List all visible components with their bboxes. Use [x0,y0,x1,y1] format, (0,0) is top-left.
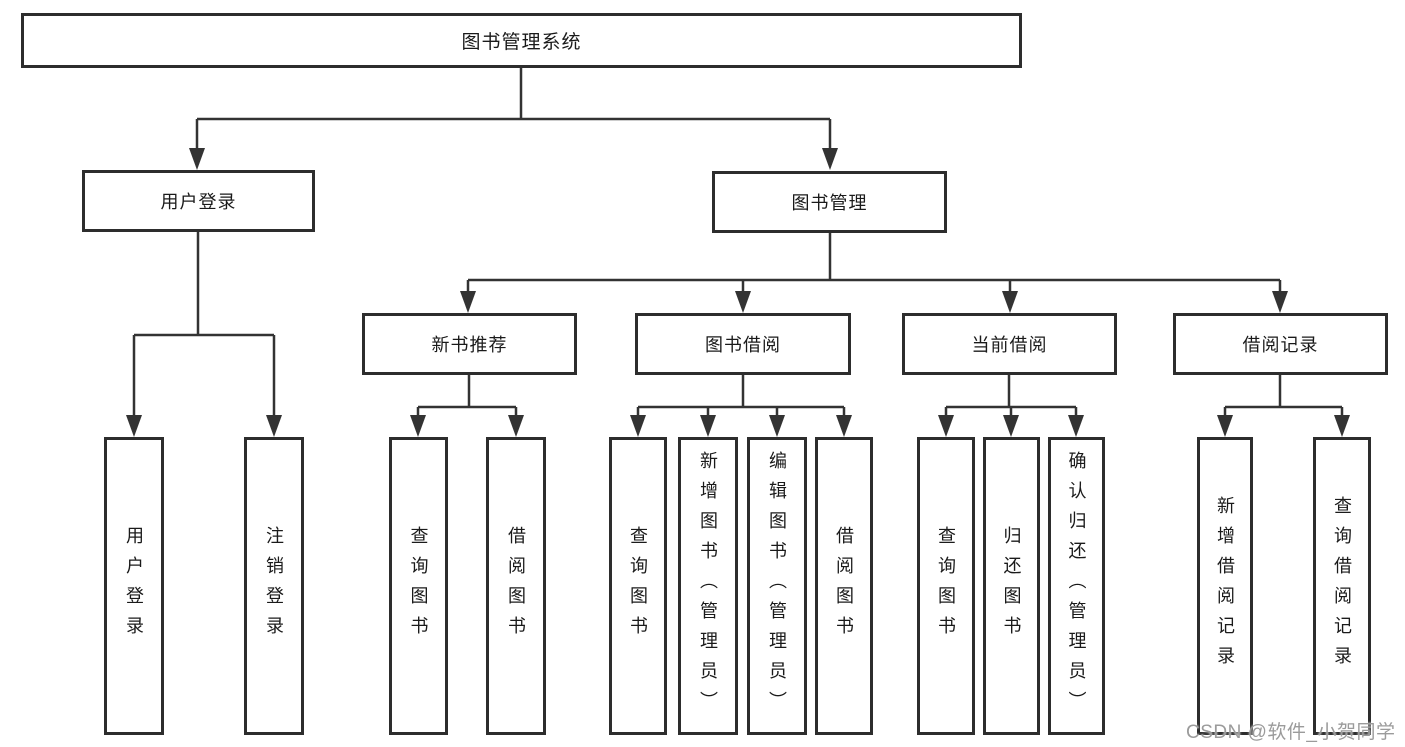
node-user-login: 用户登录 [82,170,315,232]
node-label: 新书推荐 [431,335,508,355]
node-book-management: 图书管理 [712,171,947,233]
leaf-borrow-book: 借阅图书 [815,437,873,735]
connector-borrow-records-children [1217,375,1350,437]
node-label: 查询图书 [408,526,429,646]
node-label: 图书管理 [791,193,868,213]
leaf-add-borrow-record: 新增借阅记录 [1197,437,1253,735]
leaf-query-book-recommend: 查询图书 [389,437,448,735]
leaf-query-borrow-record: 查询借阅记录 [1313,437,1371,735]
node-label: 新增借阅记录 [1215,496,1235,676]
node-new-book-recommend: 新书推荐 [362,313,577,375]
node-label: 新增图书（管理员） [698,451,718,721]
node-label: 查询图书 [628,526,648,646]
node-label: 确认归还（管理员） [1066,451,1087,721]
node-current-borrow: 当前借阅 [902,313,1117,375]
node-label: 用户登录 [160,192,237,212]
node-label: 借阅图书 [834,526,854,646]
connector-root-to-level2 [189,68,838,170]
node-label: 编辑图书（管理员） [767,451,787,721]
connector-new-book-recommend-children [410,375,524,437]
node-label: 用户登录 [124,526,144,646]
node-label: 当前借阅 [971,335,1048,355]
connector-book-borrow-children [630,375,852,437]
node-root-library-system: 图书管理系统 [21,13,1022,68]
csdn-watermark: CSDN @软件_小贺同学 [1186,722,1396,743]
node-book-borrow: 图书借阅 [635,313,851,375]
node-label: 查询图书 [936,526,956,646]
leaf-logout: 注销登录 [244,437,304,735]
leaf-query-book-borrow: 查询图书 [609,437,667,735]
leaf-query-book-current: 查询图书 [917,437,975,735]
leaf-borrow-book-recommend: 借阅图书 [486,437,546,735]
node-label: 图书管理系统 [461,32,582,53]
node-label: 图书借阅 [705,335,781,355]
leaf-add-book-admin: 新增图书（管理员） [678,437,738,735]
connector-current-borrow-children [938,375,1084,437]
connector-book-management-children [460,233,1288,313]
node-label: 查询借阅记录 [1332,496,1352,676]
node-label: 借阅记录 [1242,335,1319,355]
leaf-return-book: 归还图书 [983,437,1040,735]
node-label: 借阅图书 [506,526,526,646]
node-borrow-records: 借阅记录 [1173,313,1388,375]
leaf-user-login: 用户登录 [104,437,164,735]
leaf-confirm-return-admin: 确认归还（管理员） [1048,437,1105,735]
node-label: 归还图书 [1001,526,1022,646]
connector-user-login-children [126,232,282,437]
leaf-edit-book-admin: 编辑图书（管理员） [747,437,807,735]
node-label: 注销登录 [264,526,284,646]
